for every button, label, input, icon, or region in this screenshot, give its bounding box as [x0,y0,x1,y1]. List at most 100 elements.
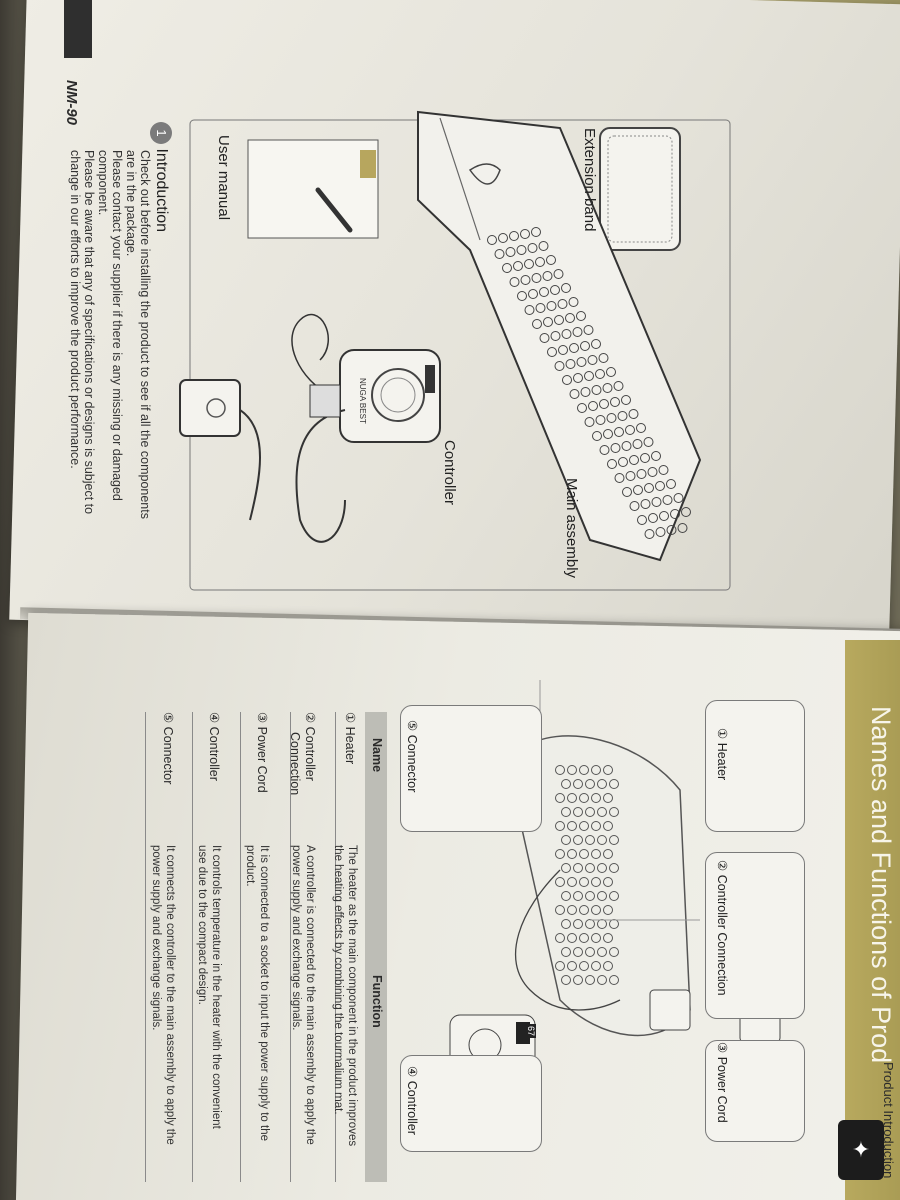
callout-number: ④ [405,1066,419,1078]
table-row-function: It is connected to a socket to input the… [258,845,270,1141]
callout-text: Heater [715,742,729,781]
mat-stone-dot [561,329,572,339]
heater-stone-dot [555,905,565,915]
heater-stone-dot [561,863,571,873]
mat-stone-dot [681,507,691,517]
heater-stone-dot [603,793,613,803]
extension-band-label: Extension band [581,128,598,232]
heater-stone-dot [609,807,619,817]
mat-stone-dot [538,241,549,251]
mat-stone-dot [614,427,624,437]
mat-stone-dot [532,319,542,329]
mat-stone-dot [502,263,512,273]
mat-stone-dot [599,445,610,455]
heater-stone-dot [597,975,607,985]
mat-stone-dot [659,511,669,521]
controller-drawing [179,313,441,543]
mat-stone-dot [516,245,527,255]
app-logo-watermark: ✦ [838,1120,884,1180]
mat-stone-dot [531,273,542,283]
heater-stone-dot [591,933,601,943]
callout-text: Controller [405,1080,419,1135]
mat-stone-dot [580,387,591,397]
heater-stone-dot [603,877,613,887]
mat-stone-dot [632,439,643,449]
mat-stone-dot [539,287,549,297]
callout-text: Power Cord [715,1056,729,1123]
heater-stone-dot [585,807,595,817]
mat-stone-dot [643,437,654,447]
mat-stone-dot [607,459,617,469]
table-row-function: use due to the compact design. [196,845,208,1005]
heater-stone-dot [555,765,565,775]
mat-stone-dot [583,325,594,335]
mat-stone-dot [568,297,579,307]
heater-stone-dot [603,821,613,831]
heater-stone-dot [579,933,589,943]
mat-stone-dot [576,357,587,367]
mat-stone-dot [524,305,535,315]
mat-stone-dot [651,451,661,461]
mat-stone-dot [621,441,632,451]
heater-stone-dot [597,835,607,845]
heater-stone-dot [561,975,571,985]
heater-stone-dot [591,793,601,803]
heater-stone-dot [597,807,607,817]
heater-dot-pattern [555,765,619,985]
heater-stone-dot [555,933,565,943]
heater-stone-dot [597,779,607,789]
heater-stone-dot [579,821,589,831]
heater-stone-dot [597,891,607,901]
mat-stone-dot [618,457,628,467]
mat-stone-dot [539,333,550,343]
mat-stone-dot [628,409,639,419]
mat-stone-dot [531,227,541,237]
heater-stone-dot [585,975,595,985]
mat-stone-dot [584,371,594,381]
heater-stone-dot [555,877,565,887]
heater-stone-dot [573,779,583,789]
mat-stone-dot [554,361,565,371]
callout-controller-connection [705,852,805,1019]
mat-stone-dot [598,353,609,363]
mat-stone-dot [528,289,538,299]
mat-stone-dot [595,415,606,425]
mat-stone-dot [588,401,598,411]
mat-stone-dot [625,471,636,481]
mat-stone-dot [621,395,631,405]
mat-stone-dot [535,303,546,313]
heater-stone-dot [573,947,583,957]
user-manual-drawing [247,139,379,239]
callout-number: ⑤ [405,720,419,732]
table-row-divider [240,712,241,1182]
mat-stone-dot [505,247,516,257]
callout-controller-label: ④ Controller [405,1066,420,1135]
heater-stone-dot [573,835,583,845]
table-row-divider [290,712,291,1182]
mat-stone-dot [569,389,580,399]
heater-stone-dot [579,793,589,803]
mat-stone-dot [617,411,628,421]
mat-stone-dot [558,345,568,355]
main-assembly-drawing [417,110,702,562]
mat-stone-dot [606,413,617,423]
mat-stone-dot [629,501,640,511]
heater-stone-dot [609,779,619,789]
mat-stone-dot [487,235,497,245]
callout-number: ③ [715,1042,729,1054]
mat-stone-dot [509,231,519,241]
mat-stone-dot [565,359,576,369]
controller-label: Controller [441,440,458,506]
table-row-function: power supply and exchange signals. [290,845,302,1031]
mat-stone-dot [554,315,564,325]
heater-stone-dot [561,835,571,845]
table-row-name: ④ Controller [207,712,221,781]
mat-stone-dot [546,301,557,311]
user-manual-label: User manual [215,135,232,221]
heater-stone-dot [573,975,583,985]
callout-heater-label: ① Heater [715,728,730,780]
heater-stone-dot [609,863,619,873]
controller-display-readout: 67 [526,1024,536,1039]
heater-stone-dot [567,821,577,831]
mat-stone-dot [587,355,598,365]
